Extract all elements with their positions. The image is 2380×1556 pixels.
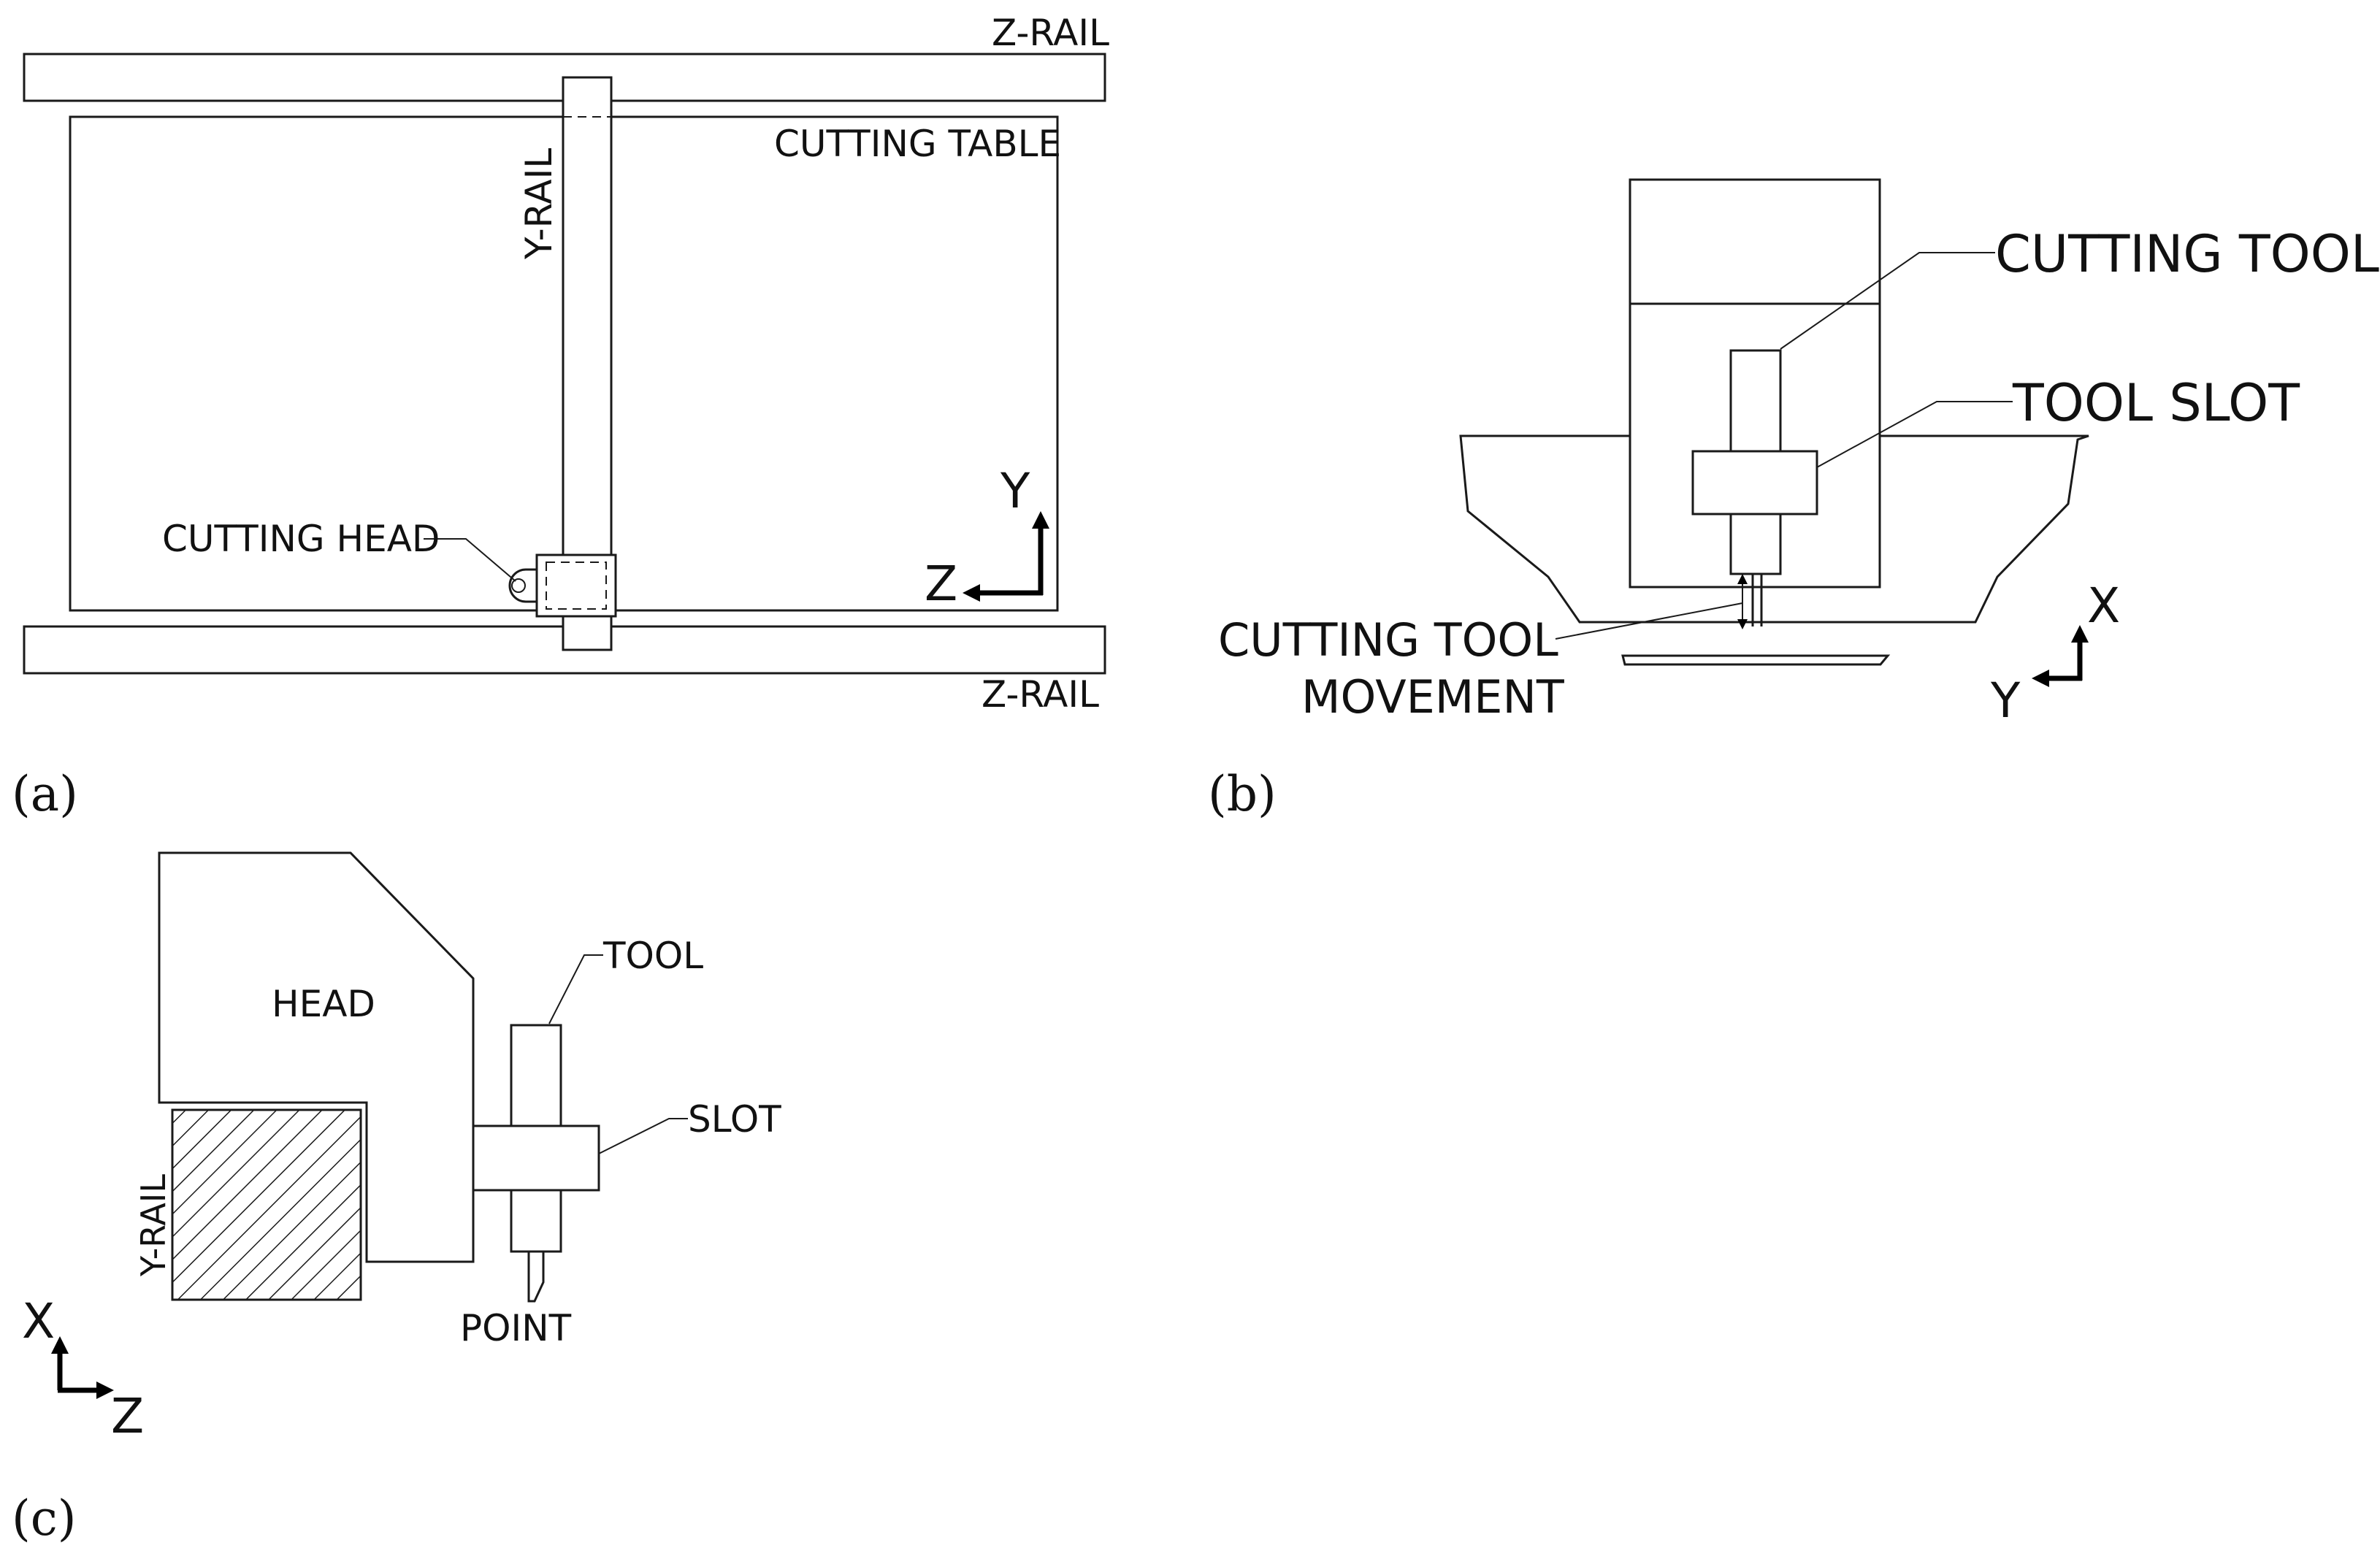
panel-c: HEAD Y-RAIL TOOL SLOT POINT X Z: [22, 851, 781, 1444]
axis-x-arrowhead: [2071, 625, 2089, 643]
movement-arrowhead-down: [1737, 619, 1748, 629]
axis-x-label: X: [22, 1293, 55, 1349]
material-sheet: [1621, 654, 1891, 666]
cutting-head-tool-holder: [508, 568, 537, 603]
cutting-head-label: CUTTING HEAD: [162, 518, 440, 560]
axis-z-label: Z: [111, 1388, 144, 1444]
movement-leader: [1555, 602, 1743, 640]
cutting-tool-leader: [1780, 252, 1995, 350]
cutting-head-tool-point: [511, 578, 526, 593]
y-rail-label: Y-RAIL: [134, 1174, 173, 1277]
panel-b-caption: (b): [1208, 766, 1277, 822]
y-rail-section: [171, 1108, 362, 1301]
tool-leader: [548, 954, 603, 1024]
head-label: HEAD: [272, 983, 375, 1025]
point-label: POINT: [460, 1307, 572, 1349]
panel-a: Z-RAIL Z-RAIL CUTTING TABLE Y-RAIL CUTTI…: [23, 12, 1109, 716]
axis-z-arrowhead: [963, 584, 980, 602]
axis-y-label: Y: [1000, 463, 1030, 519]
tool-label: TOOL: [602, 935, 703, 977]
axis-z-label: Z: [925, 556, 957, 612]
slot-label: SLOT: [688, 1098, 781, 1141]
tool-slot-label: TOOL SLOT: [2012, 373, 2300, 433]
axis-z-arrowhead: [96, 1381, 114, 1399]
cutting-head-carriage: [535, 553, 617, 618]
z-rail-bottom-label: Z-RAIL: [982, 673, 1099, 716]
cutting-table-label: CUTTING TABLE: [774, 123, 1061, 165]
axis-y-label: Y: [1990, 672, 2021, 729]
panel-c-caption: (c): [12, 1490, 76, 1547]
slot-leader: [598, 1118, 688, 1154]
cutting-head-hidden-outline: [546, 562, 607, 610]
head-body: [158, 851, 475, 1263]
movement-label-line1: CUTTING TOOL: [1218, 613, 1558, 667]
panel-b: CUTTING TOOL TOOL SLOT CUTTING TOOL MOVE…: [1218, 178, 2379, 729]
tool-point: [527, 1252, 545, 1303]
gantry-base: [1459, 434, 2089, 624]
cutting-tool-label: CUTTING TOOL: [1995, 224, 2379, 284]
axis-y-arrowhead: [2032, 670, 2049, 687]
axis-x-label: X: [2087, 578, 2120, 634]
y-rail-label: Y-RAIL: [518, 148, 560, 260]
movement-arrowhead-up: [1737, 574, 1748, 584]
cutting-head-leader: [424, 538, 516, 582]
slot: [472, 1124, 600, 1192]
tool-slot-leader: [1816, 401, 2013, 468]
tool-slot: [1691, 450, 1818, 516]
panel-a-caption: (a): [12, 766, 78, 822]
axis-x-arrowhead: [51, 1336, 69, 1354]
movement-label-line2: MOVEMENT: [1301, 670, 1565, 724]
z-rail-top-label: Z-RAIL: [992, 12, 1109, 54]
axis-y-arrowhead: [1032, 511, 1049, 529]
